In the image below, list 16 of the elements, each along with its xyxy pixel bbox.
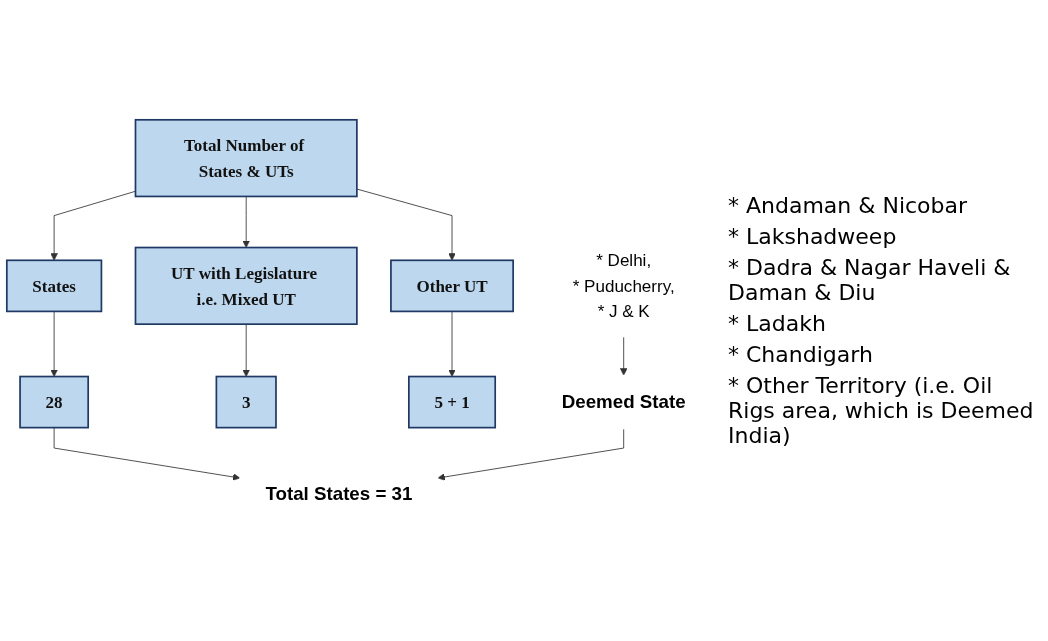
node-box: UT with Legislature i.e. Mixed UT xyxy=(134,246,358,326)
list-item: * Andaman & Nicobar xyxy=(728,193,969,218)
node-text: * Delhi, * Puducherry, * J & K xyxy=(572,251,675,321)
list-item: * Other Territory (i.e. Oil Rigs area, which is Deemed India) xyxy=(728,373,1035,448)
list-item: * Chandigarh xyxy=(728,342,874,367)
node-box: 3 xyxy=(215,375,277,429)
node-box: Other UT xyxy=(390,259,514,313)
node-box: 5 + 1 xyxy=(408,375,497,429)
node-text: Deemed State xyxy=(561,391,686,413)
list-item: * Ladakh xyxy=(728,311,827,336)
list-item: * Lakshadweep xyxy=(728,224,898,249)
node-box: Total Number of States & UTs xyxy=(134,119,358,198)
node-box: States xyxy=(5,259,103,313)
node-box: 28 xyxy=(19,375,90,429)
list-item: * Dadra & Nagar Haveli & Daman & Diu xyxy=(728,255,1012,305)
node-text: Total States = 31 xyxy=(265,483,413,505)
